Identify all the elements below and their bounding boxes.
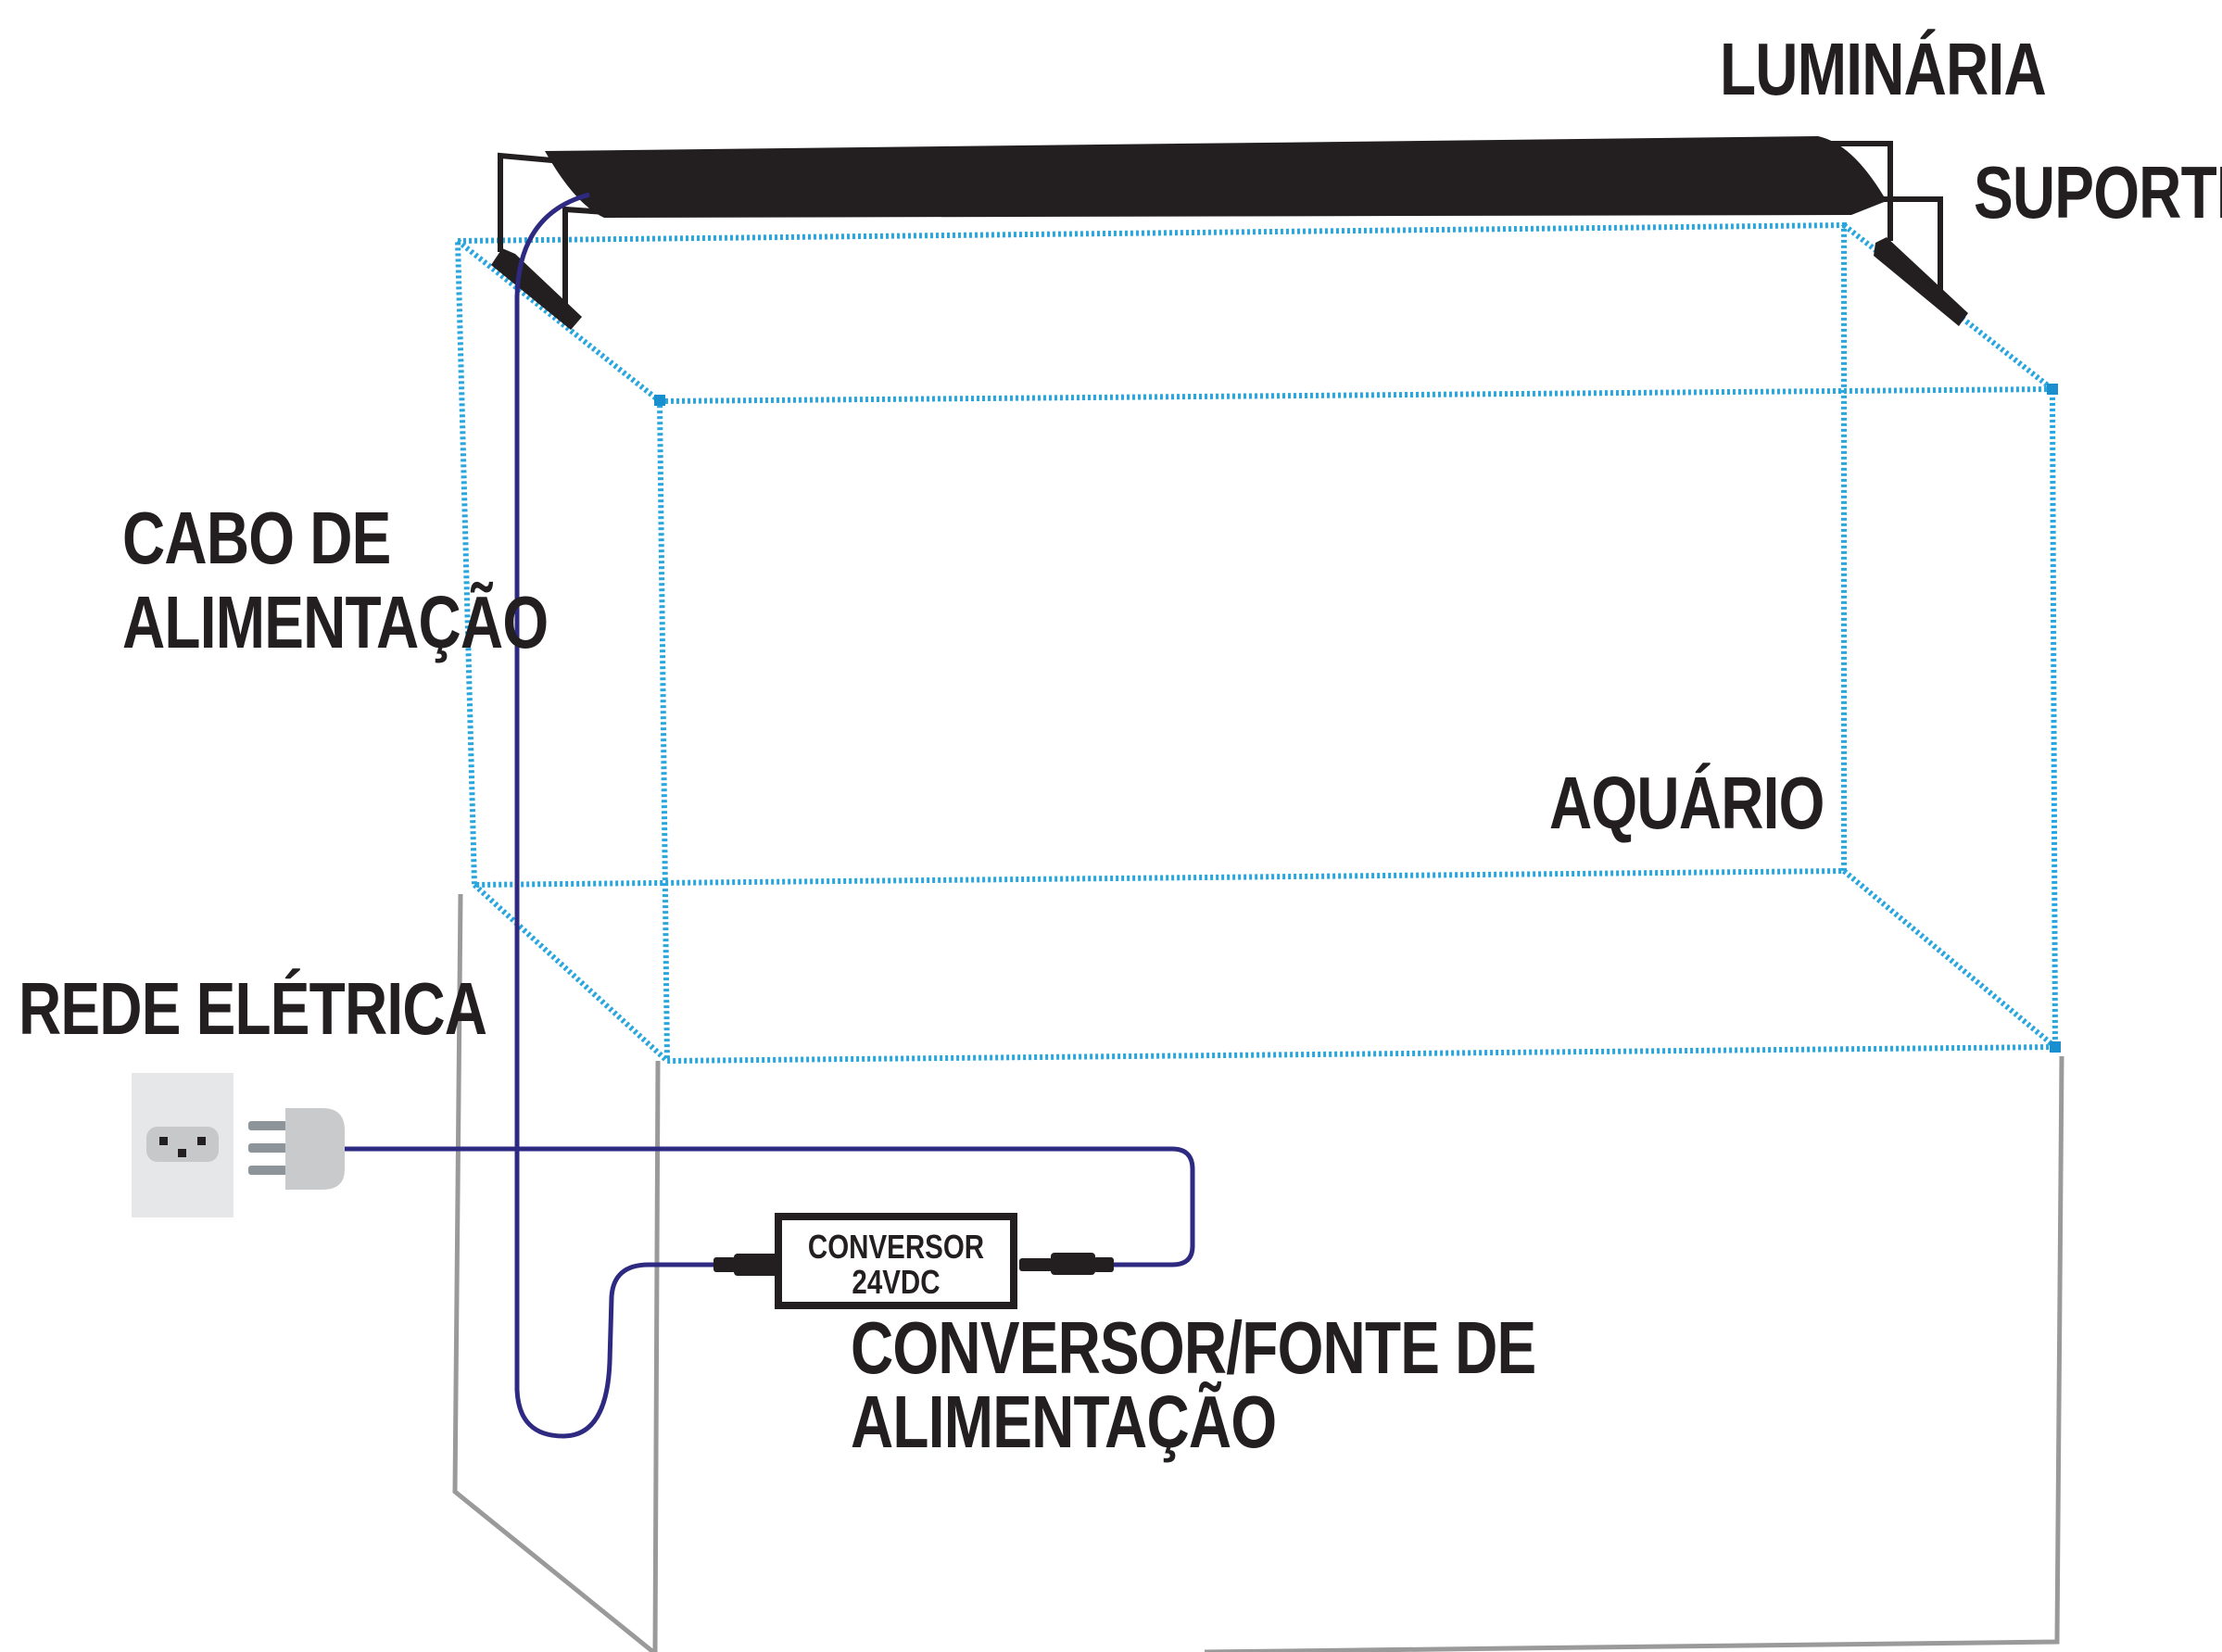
label-suporte: SUPORTE (1974, 151, 2222, 233)
aquarium-corners (654, 384, 2061, 1053)
luminaire-bar (545, 136, 1887, 218)
power-plug-icon (248, 1108, 345, 1190)
dc-connector (713, 1254, 784, 1276)
converter-line2: 24VDC (852, 1263, 940, 1300)
ac-connector (1019, 1253, 1114, 1275)
label-cabo-alimentacao: CABO DE ALIMENTAÇÃO (122, 497, 549, 664)
power-cable-dc (514, 192, 732, 1439)
label-conversor-fonte: CONVERSOR/FONTE DE ALIMENTAÇÃO (851, 1306, 1536, 1463)
aquarium-stand (452, 893, 2064, 1652)
power-cable-ac (345, 1146, 1195, 1267)
aquarium-glass (455, 221, 2059, 1065)
label-aquario: AQUÁRIO (1549, 762, 1824, 844)
converter-box: CONVERSOR 24VDC (775, 1213, 1017, 1309)
converter-line1: CONVERSOR (808, 1228, 984, 1265)
wall-outlet-icon (132, 1073, 234, 1217)
label-rede-eletrica: REDE ELÉTRICA (19, 967, 487, 1050)
label-luminaria: LUMINÁRIA (1720, 28, 2047, 110)
